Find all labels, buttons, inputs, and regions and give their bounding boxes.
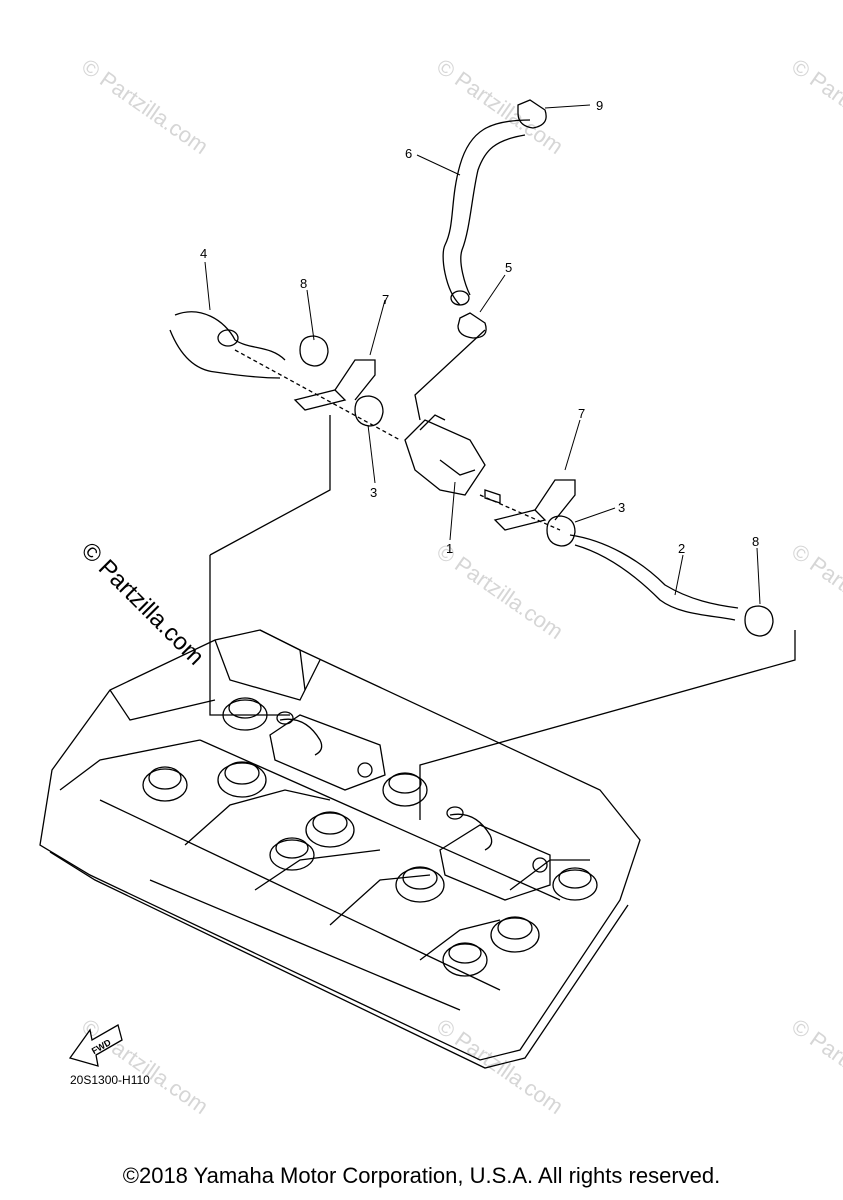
watermark-text: © Partzilla.com xyxy=(787,1014,843,1120)
callout-labels: 1 2 3 3 4 5 6 7 7 8 8 9 xyxy=(200,98,759,556)
air-induction-parts xyxy=(169,99,796,820)
watermark-layer: © Partzilla.com © Partzilla.com © Partzi… xyxy=(77,54,843,1120)
watermark-text-large: © Partzilla.com xyxy=(76,537,209,670)
callout-2: 2 xyxy=(678,541,685,556)
hose-2 xyxy=(569,534,739,621)
callout-4: 4 xyxy=(200,246,207,261)
callout-7: 7 xyxy=(578,406,585,421)
hose-6 xyxy=(442,119,531,306)
callout-9: 9 xyxy=(596,98,603,113)
callout-8: 8 xyxy=(752,534,759,549)
drawing-code: 20S1300-H110 xyxy=(70,1073,150,1087)
air-cut-valve xyxy=(404,419,486,496)
watermark-text: © Partzilla.com xyxy=(432,54,568,160)
watermark-text: © Partzilla.com xyxy=(787,539,843,645)
watermark-text: © Partzilla.com xyxy=(787,54,843,160)
callout-1: 1 xyxy=(446,541,453,556)
watermark-text: © Partzilla.com xyxy=(77,54,213,160)
callout-6: 6 xyxy=(405,146,412,161)
callout-8: 8 xyxy=(300,276,307,291)
copyright-notice: ©2018 Yamaha Motor Corporation, U.S.A. A… xyxy=(122,1163,721,1188)
leader-lines xyxy=(204,104,761,605)
hose-4 xyxy=(169,311,286,379)
watermark-text: © Partzilla.com xyxy=(432,1014,568,1120)
cylinder-head-cover xyxy=(39,629,641,1069)
callout-7: 7 xyxy=(382,292,389,307)
callout-3: 3 xyxy=(370,485,377,500)
callout-3: 3 xyxy=(618,500,625,515)
callout-5: 5 xyxy=(505,260,512,275)
